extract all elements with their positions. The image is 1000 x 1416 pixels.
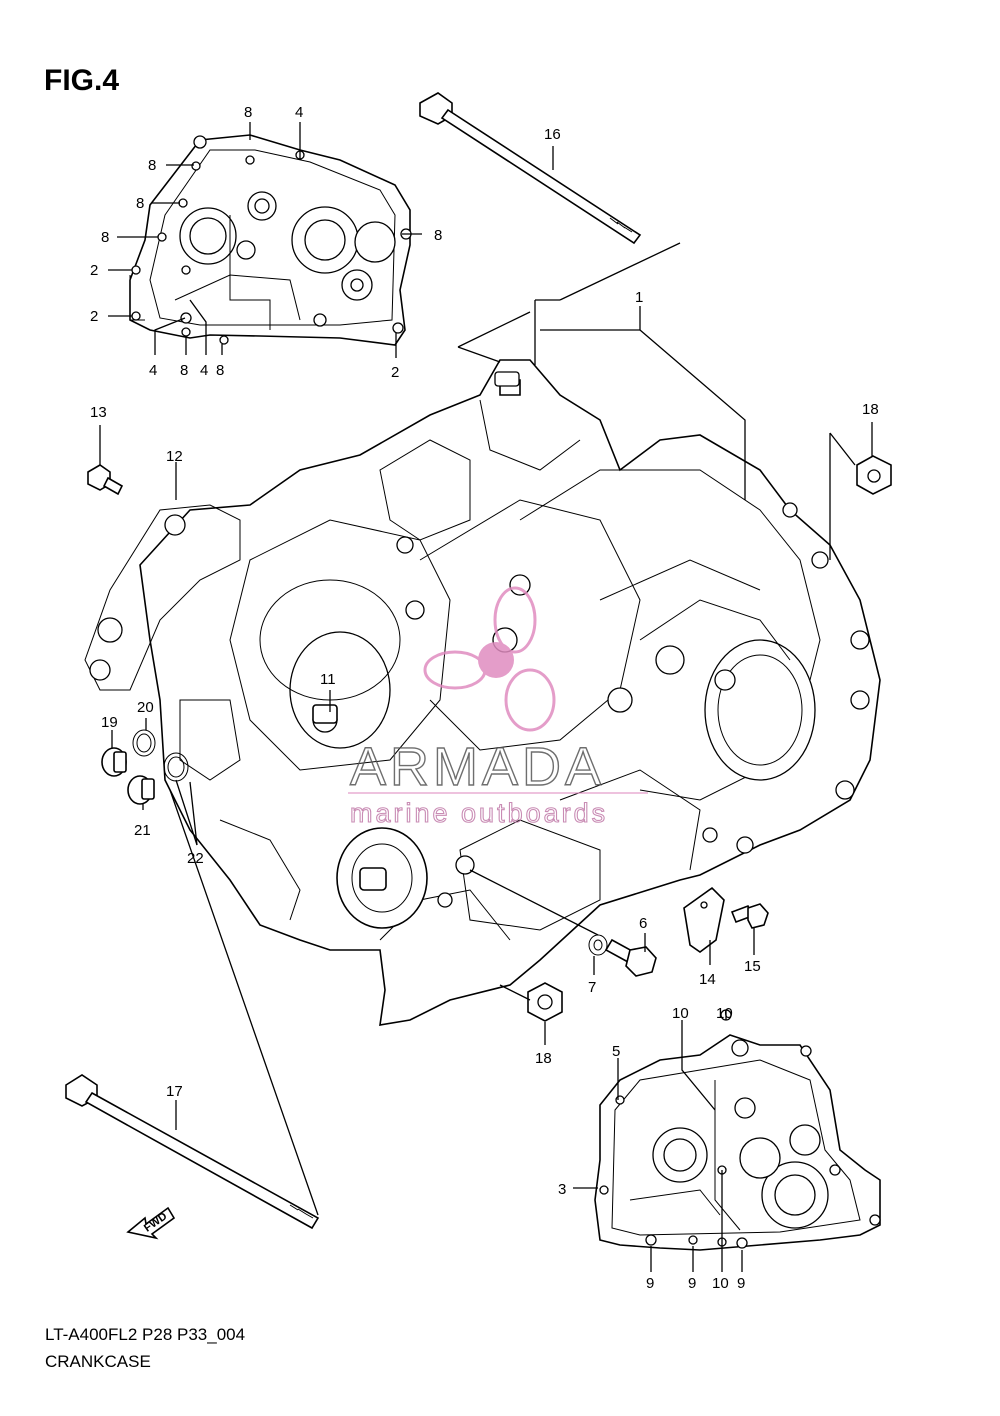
callout-16: 16 [544, 126, 561, 143]
callout-2: 2 [90, 308, 98, 325]
callout-2: 2 [90, 262, 98, 279]
footer-diagram-code: LT-A400FL2 P28 P33_004 [45, 1325, 245, 1344]
leader-lines [99, 122, 873, 1272]
callout-19: 19 [101, 714, 118, 731]
callout-18: 18 [535, 1050, 552, 1067]
callout-7: 7 [588, 979, 596, 996]
washer-7 [588, 934, 608, 956]
callout-9: 9 [737, 1275, 745, 1292]
callout-13: 13 [90, 404, 107, 421]
bolt-17 [65, 1074, 320, 1230]
callout-10: 10 [672, 1005, 689, 1022]
callout-21: 21 [134, 822, 151, 839]
crank-seal-boss [312, 704, 428, 929]
bolt-6 [604, 938, 657, 977]
callout-10: 10 [712, 1275, 729, 1292]
bolt-15 [730, 903, 769, 929]
callout-8: 8 [101, 229, 109, 246]
watermark-brand: ARMADA [350, 737, 605, 797]
callout-8: 8 [216, 362, 224, 379]
callout-8: 8 [180, 362, 188, 379]
callout-10: 10 [716, 1005, 733, 1022]
callout-18: 18 [862, 401, 879, 418]
watermark-logo-icon [423, 586, 556, 732]
callout-8: 8 [136, 195, 144, 212]
callout-6: 6 [639, 915, 647, 932]
callout-8: 8 [148, 157, 156, 174]
callout-9: 9 [646, 1275, 654, 1292]
callout-9: 9 [688, 1275, 696, 1292]
watermark-tagline: marine outboards [350, 798, 608, 828]
callout-15: 15 [744, 958, 761, 975]
callout-8: 8 [244, 104, 252, 121]
figure-title: FIG.4 [44, 64, 119, 97]
callout-4: 4 [295, 104, 303, 121]
callout-5: 5 [612, 1043, 620, 1060]
callout-2: 2 [391, 364, 399, 381]
callout-labels: 8 4 8 8 8 8 2 2 4 8 4 8 2 16 1 13 12 18 … [90, 104, 879, 1292]
bolt-16 [419, 92, 642, 245]
callout-22: 22 [187, 850, 204, 867]
bracket-14 [683, 886, 725, 953]
footer-diagram-name: CRANKCASE [45, 1352, 151, 1371]
nut-18-lower [527, 982, 563, 1022]
callout-20: 20 [137, 699, 154, 716]
callout-3: 3 [558, 1181, 566, 1198]
callout-4: 4 [149, 362, 157, 379]
watermark: ARMADA marine outboards [348, 586, 648, 829]
callout-14: 14 [699, 971, 716, 988]
callout-8: 8 [434, 227, 442, 244]
bolt-13 [87, 464, 124, 496]
callout-12: 12 [166, 448, 183, 465]
nut-18-upper [856, 455, 892, 495]
plug-and-gaskets-left [101, 729, 189, 805]
callout-1: 1 [635, 289, 643, 306]
callout-17: 17 [166, 1083, 183, 1100]
callout-11: 11 [320, 671, 336, 688]
crankcase-half-upper-detail [129, 134, 412, 346]
callout-4: 4 [200, 362, 208, 379]
crankcase-main-assembly [84, 359, 881, 1026]
forward-arrow-icon: FWD [126, 1206, 176, 1240]
crankcase-half-lower-detail [594, 1009, 881, 1251]
